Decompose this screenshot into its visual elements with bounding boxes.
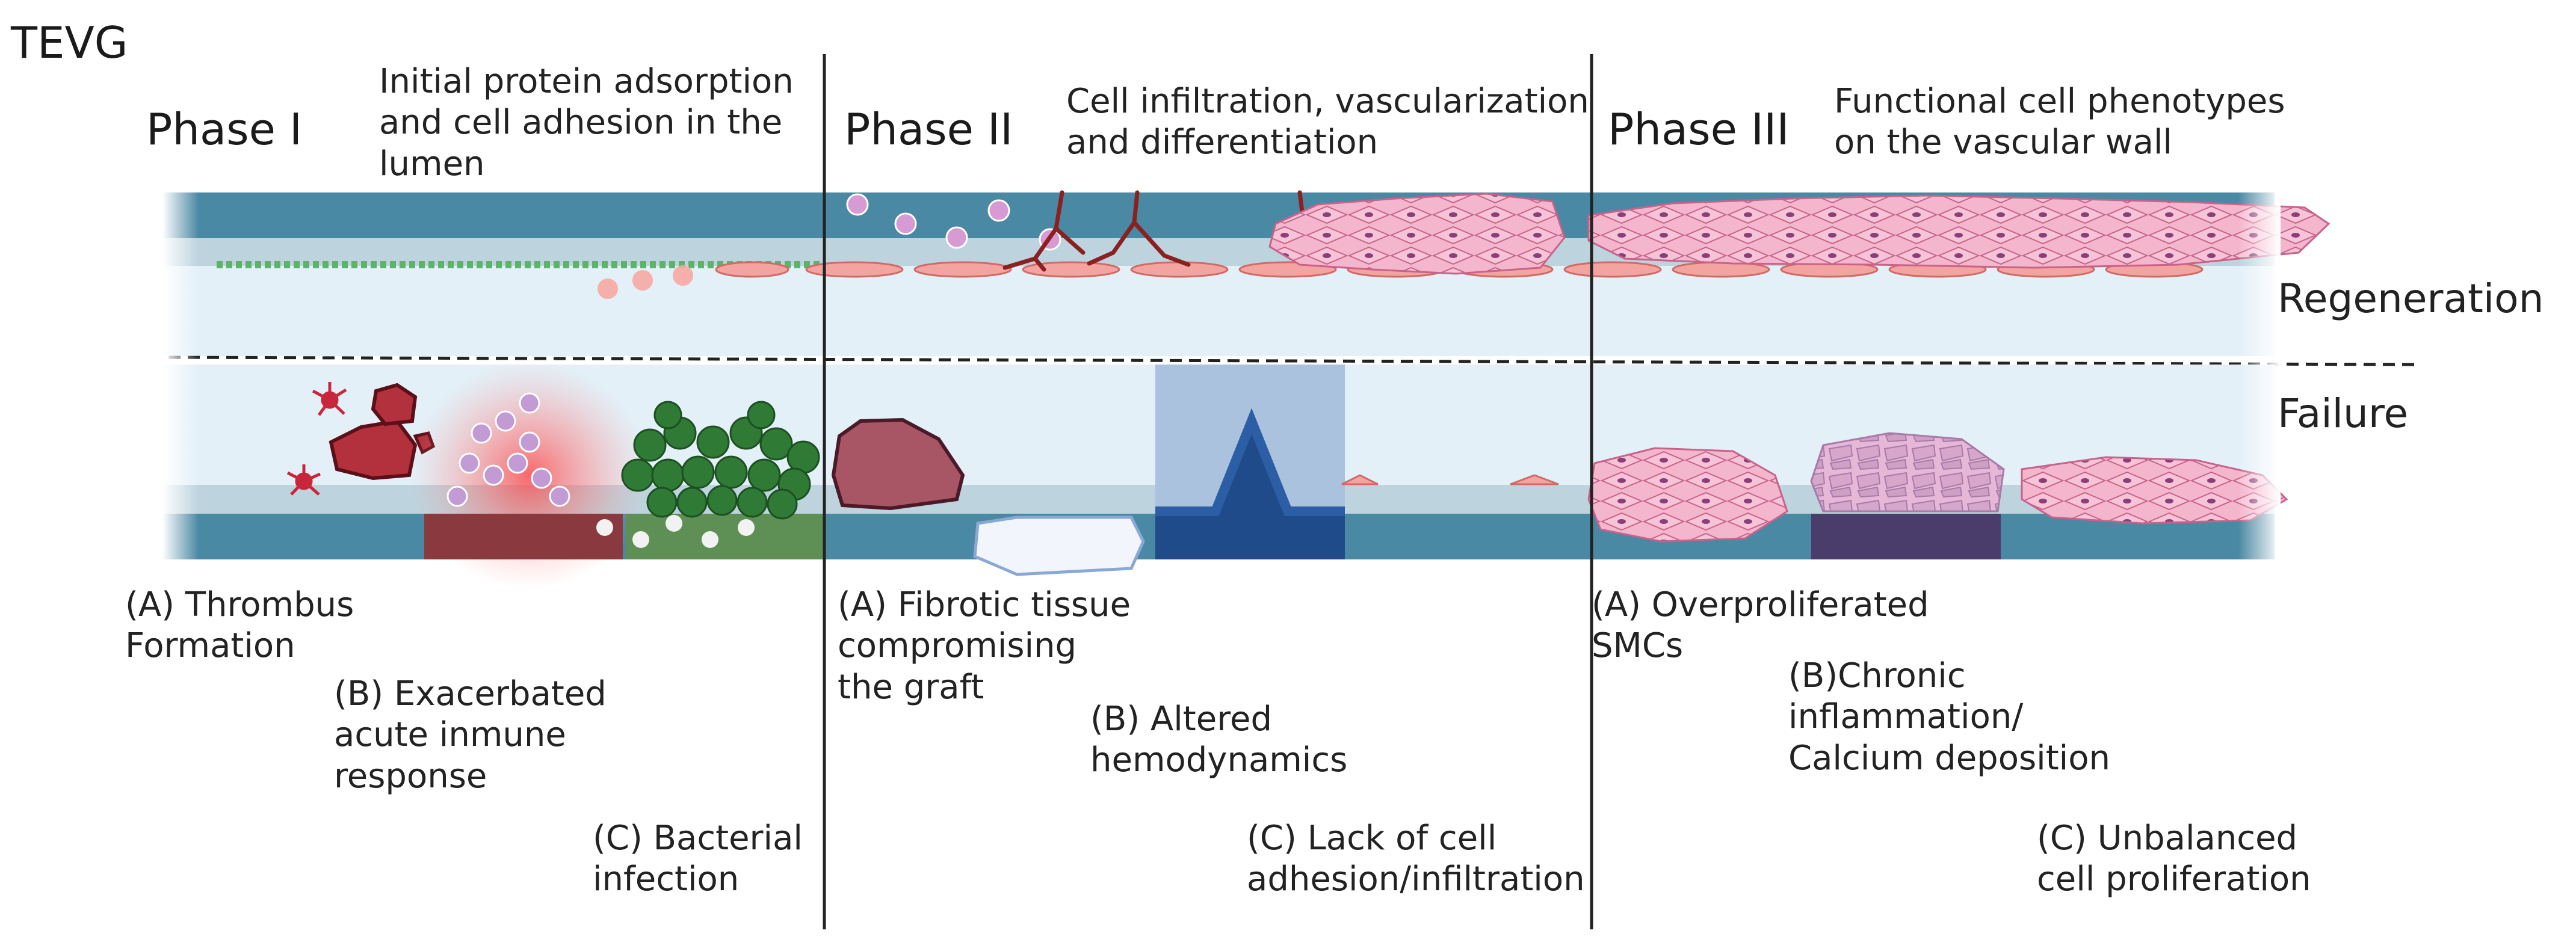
lumen-top [162, 266, 2275, 356]
white-particles [596, 515, 755, 548]
damaged-wall [424, 514, 623, 559]
phase1-failure-c: (C) Bacterial infection [593, 819, 803, 899]
fibrotic-tissue [973, 516, 1145, 576]
phase1-failure-b: (B) Exacerbated acute inmune response [334, 674, 607, 796]
phase-2-description: Cell infiltration, vascularization and d… [1066, 82, 1589, 162]
phase1-failure-a: (A) Thrombus Formation [125, 585, 354, 666]
bacteria-cluster [621, 401, 820, 520]
stenosis [1155, 365, 1345, 559]
phase-3-description: Functional cell phenotypes on the vascul… [1834, 82, 2285, 162]
failure-vessel [162, 361, 2288, 589]
platelets [286, 382, 347, 496]
fibrotic-mass [831, 417, 965, 511]
calcified-wall [1811, 514, 2001, 559]
regeneration-label: Regeneration [2278, 275, 2544, 322]
isolated-cells [1341, 474, 1559, 485]
phase3-failure-b: (B)Chronic inflammation/ Calcium deposit… [1788, 656, 2110, 778]
phase2-failure-a: (A) Fibrotic tissue compromising the gra… [838, 585, 1131, 707]
diagram-title: TEVG [11, 17, 128, 68]
phase3-failure-a: (A) Overproliferated SMCs [1592, 585, 1929, 666]
phase3-failure-c: (C) Unbalanced cell proliferation [2037, 819, 2311, 899]
phase-3-label: Phase III [1608, 104, 1790, 155]
phase-2-label: Phase II [844, 104, 1013, 155]
smc-layer-phase3 [1587, 194, 2330, 269]
phase-1-label: Phase I [146, 104, 303, 155]
overproliferated-smc [1587, 447, 1788, 543]
failure-label: Failure [2278, 390, 2409, 437]
smc-layer-phase2 [1268, 192, 1566, 275]
outcome-separator [168, 356, 2420, 366]
phase2-failure-b: (B) Altered hemodynamics [1090, 700, 1348, 780]
circulating-cells [598, 265, 693, 299]
immune-cells [446, 392, 570, 507]
infected-wall [626, 514, 824, 559]
regeneration-vessel [162, 190, 2330, 356]
calcium-deposit [1810, 432, 2005, 512]
phase-1-description: Initial protein adsorption and cell adhe… [379, 62, 794, 183]
phase2-failure-c: (C) Lack of cell adhesion/infiltration [1247, 819, 1585, 899]
